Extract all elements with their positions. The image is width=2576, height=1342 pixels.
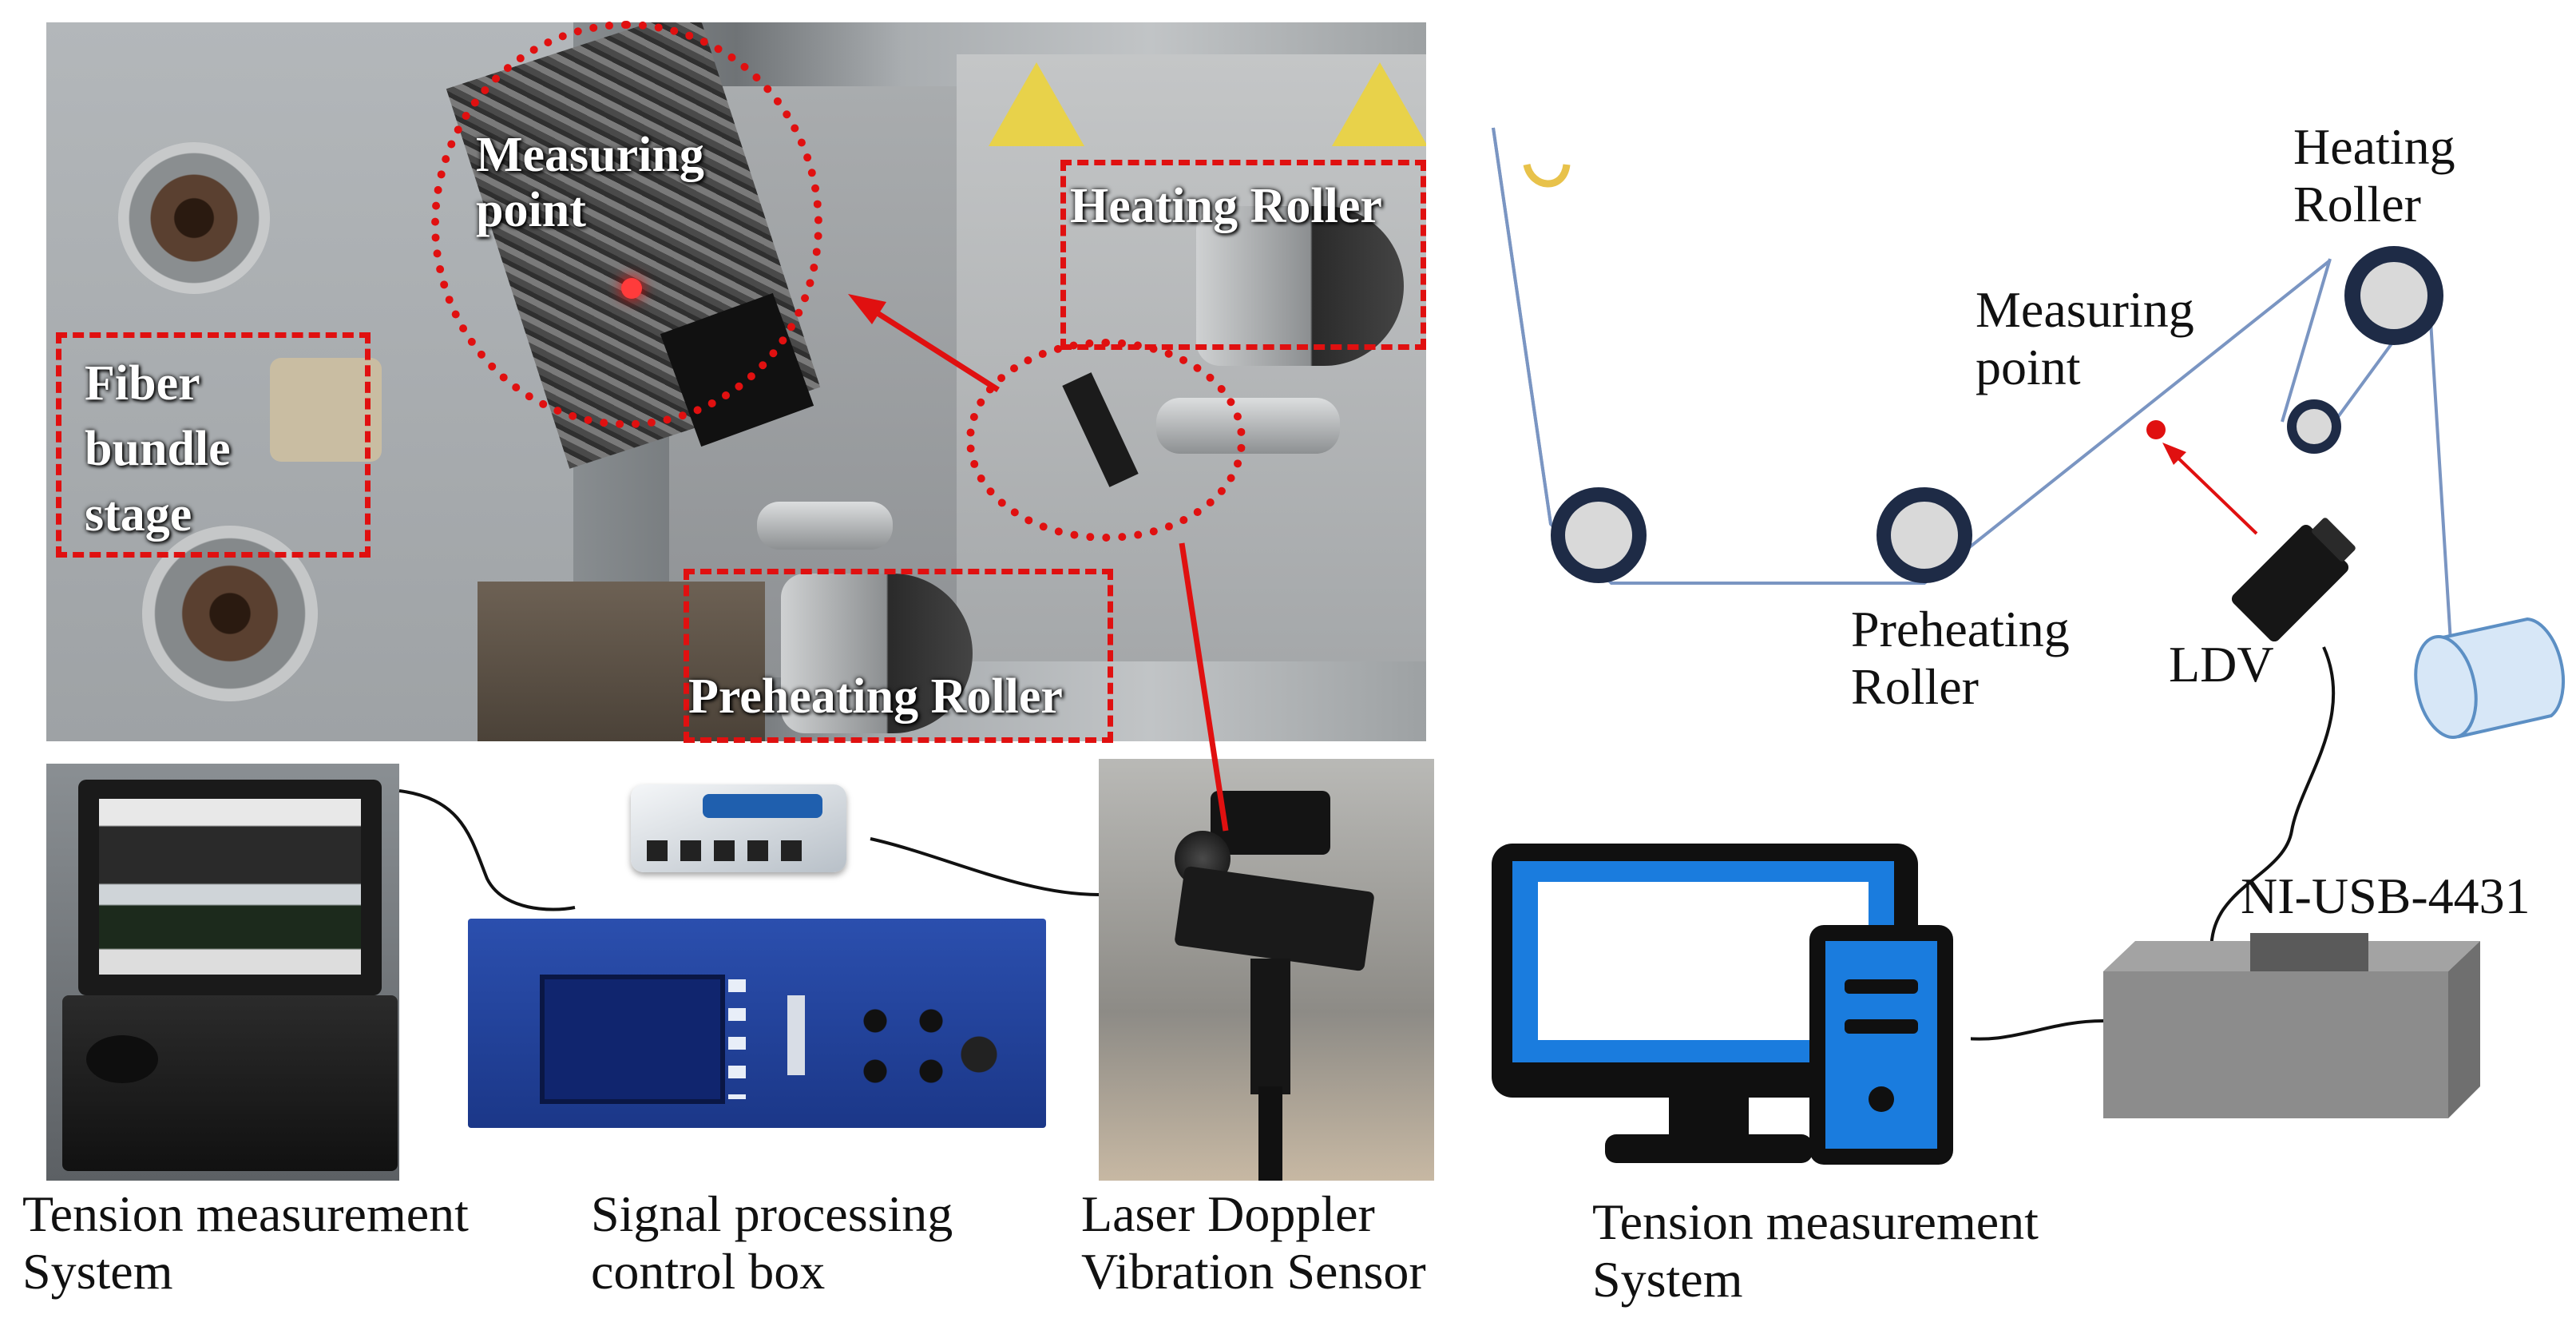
daq-device-photo <box>607 752 867 903</box>
take-up-bobbin <box>2414 617 2566 740</box>
photo-fiber-bundle-stage-label: Fiber bundle stage <box>85 356 231 542</box>
daq-device-ports <box>647 840 806 861</box>
ldv-head <box>1211 791 1330 855</box>
pc-icon <box>1476 820 1971 1179</box>
heating-roller-schematic <box>2344 246 2443 345</box>
idler-roller-schematic <box>2287 399 2341 454</box>
control-box-photo <box>468 907 1046 1136</box>
heating-roller-box <box>1060 160 1426 350</box>
fiber-up-left <box>1492 127 1552 525</box>
measuring-point-dot <box>2146 420 2166 439</box>
schematic-preheating-roller-label: Preheating Roller <box>1851 601 2070 715</box>
fiber-bundle-stage-box <box>56 332 371 558</box>
mouse <box>86 1035 158 1083</box>
belt-top <box>2281 258 2332 423</box>
schematic-ldv-label: LDV <box>2169 636 2274 693</box>
laptop-screen <box>99 799 361 975</box>
daq-to-pc-cable <box>1952 1019 2104 1041</box>
control-box-display <box>540 975 725 1104</box>
schematic-daq-label: NI-USB-4431 <box>2241 868 2530 924</box>
preheating-shaft <box>757 502 893 550</box>
ldv-tripod-leg <box>1258 1086 1282 1181</box>
ldv-to-sensor-line <box>1179 542 1229 832</box>
sensor-to-measuring-arrow <box>861 301 1000 392</box>
control-box-knobs <box>843 987 1003 1099</box>
preheating-roller-schematic <box>1877 487 1972 583</box>
preheating-roller-photo <box>781 574 973 733</box>
photo-preheating-roller-label: Preheating Roller <box>688 669 1063 724</box>
sensor-to-measuring-arrowhead <box>848 294 886 324</box>
fiber-to-take-up <box>2427 295 2453 656</box>
ldv-beam-arrowhead <box>2162 443 2186 465</box>
ldv-sensor-icon <box>2231 518 2356 642</box>
ldv-sensor-caption: Laser Doppler Vibration Sensor <box>1081 1185 1426 1300</box>
ldv-cable <box>2209 646 2336 959</box>
machine-base <box>478 582 765 741</box>
ldv-tripod-stem <box>1250 959 1290 1094</box>
laptop-photo <box>46 764 399 1181</box>
preheating-roller-box <box>684 569 1113 743</box>
daq-device-stripe <box>703 794 822 818</box>
tension-system-caption: Tension measurement System <box>22 1185 469 1300</box>
photo-measuring-point-label: Measuring point <box>476 128 704 238</box>
laptop-to-box-cable <box>398 789 576 911</box>
schematic-heating-roller-label: Heating Roller <box>2293 118 2455 232</box>
guide-hook-icon <box>1523 163 1571 188</box>
signal-box-caption: Signal processing control box <box>591 1185 953 1300</box>
roller-left <box>1551 487 1647 583</box>
control-box-buttons <box>728 979 746 1099</box>
daq-box-icon <box>2103 933 2480 1118</box>
ldv-beam <box>2169 449 2258 535</box>
laptop-base <box>62 995 398 1171</box>
ldv-photo <box>1099 759 1434 1181</box>
tape-spool <box>270 358 382 462</box>
left-top-roller <box>118 142 270 294</box>
photo-heating-roller-label: Heating Roller <box>1070 179 1382 233</box>
sensor-circle <box>966 339 1246 542</box>
daq-to-ldv-cable <box>870 837 1100 896</box>
heating-roller-photo <box>1196 206 1404 366</box>
control-box-slot <box>787 995 805 1075</box>
schematic-tension-system-label: Tension measurement System <box>1592 1193 2039 1308</box>
schematic-measuring-point-label: Measuring point <box>1976 281 2194 395</box>
measuring-point-circle <box>431 21 822 428</box>
